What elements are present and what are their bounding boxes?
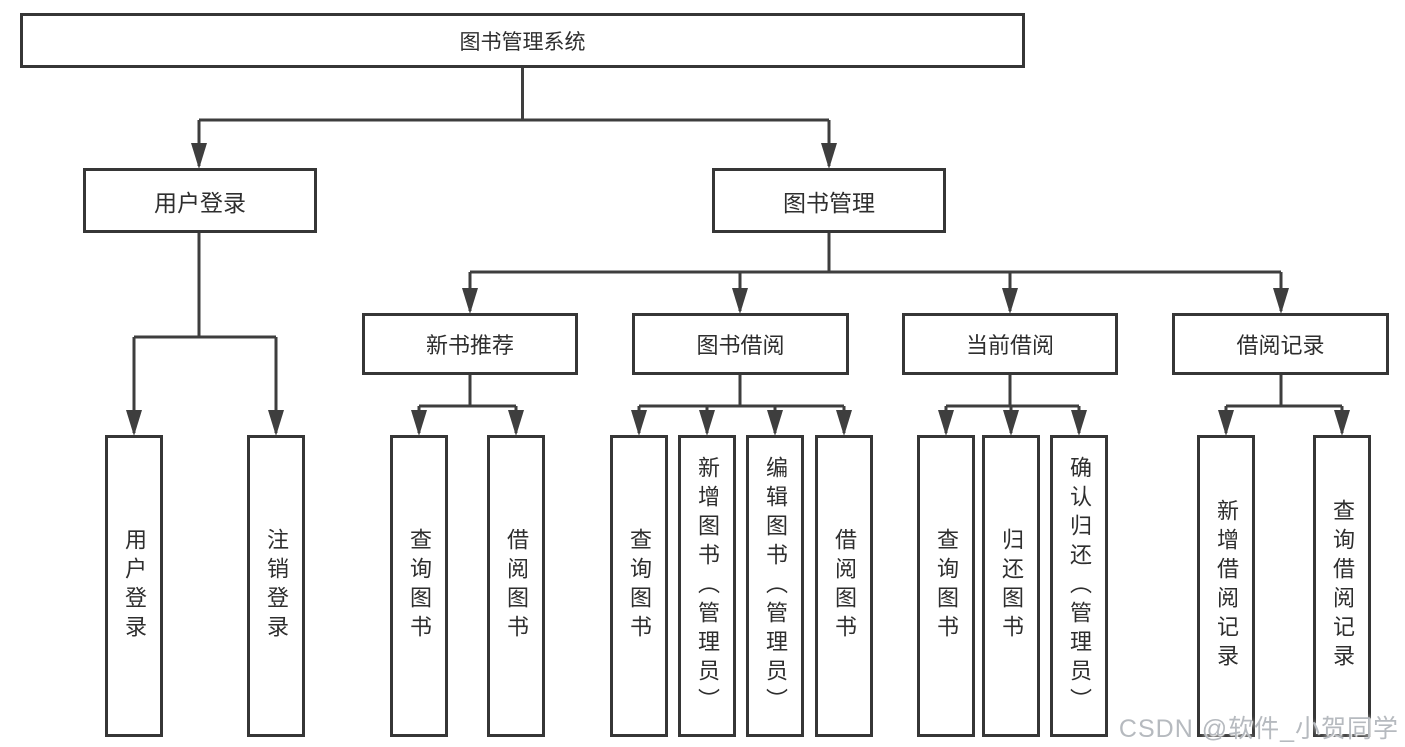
node-borrow-records: 借阅记录: [1172, 313, 1389, 375]
node-book-borrow-label: 图书借阅: [696, 333, 785, 358]
leaf-return-book-label: 归还图书: [999, 528, 1024, 644]
node-borrow-records-label: 借阅记录: [1236, 333, 1325, 358]
node-current-borrow-label: 当前借阅: [965, 333, 1054, 358]
leaf-query-books-3-label: 查询图书: [934, 528, 959, 644]
leaf-add-book-admin: 新增图书（管理员）: [678, 435, 736, 737]
node-new-book-recommend: 新书推荐: [362, 313, 578, 375]
leaf-add-book-admin-label: 新增图书（管理员）: [695, 455, 720, 717]
arrowhead-icons: [126, 143, 1350, 436]
leaf-logout-label: 注销登录: [264, 528, 289, 644]
node-user-login-label: 用户登录: [154, 189, 246, 216]
leaf-query-books-2-label: 查询图书: [627, 528, 652, 644]
node-root-label: 图书管理系统: [459, 30, 586, 54]
leaf-query-books-2: 查询图书: [610, 435, 668, 737]
leaf-borrow-books-1: 借阅图书: [487, 435, 545, 737]
node-book-borrow: 图书借阅: [632, 313, 849, 375]
leaf-query-books-1-label: 查询图书: [407, 528, 432, 644]
node-book-management: 图书管理: [712, 168, 946, 233]
leaf-borrow-books-2-label: 借阅图书: [832, 528, 857, 644]
leaf-edit-book-admin-label: 编辑图书（管理员）: [763, 455, 788, 717]
leaf-user-login-label: 用户登录: [122, 528, 147, 644]
leaf-query-borrow-record-label: 查询借阅记录: [1330, 499, 1355, 673]
node-user-login: 用户登录: [83, 168, 317, 233]
node-current-borrow: 当前借阅: [902, 313, 1118, 375]
leaf-query-books-1: 查询图书: [390, 435, 448, 737]
node-root: 图书管理系统: [20, 13, 1025, 68]
leaf-query-borrow-record: 查询借阅记录: [1313, 435, 1371, 737]
leaf-edit-book-admin: 编辑图书（管理员）: [746, 435, 804, 737]
node-new-book-recommend-label: 新书推荐: [425, 333, 514, 358]
leaf-confirm-return-admin-label: 确认归还（管理员）: [1067, 455, 1092, 717]
leaf-logout: 注销登录: [247, 435, 305, 737]
leaf-return-book: 归还图书: [982, 435, 1040, 737]
leaf-confirm-return-admin: 确认归还（管理员）: [1050, 435, 1108, 737]
leaf-add-borrow-record: 新增借阅记录: [1197, 435, 1255, 737]
leaf-add-borrow-record-label: 新增借阅记录: [1214, 499, 1239, 673]
leaf-user-login: 用户登录: [105, 435, 163, 737]
leaf-borrow-books-2: 借阅图书: [815, 435, 873, 737]
leaf-borrow-books-1-label: 借阅图书: [504, 528, 529, 644]
leaf-query-books-3: 查询图书: [917, 435, 975, 737]
node-book-management-label: 图书管理: [783, 189, 875, 216]
